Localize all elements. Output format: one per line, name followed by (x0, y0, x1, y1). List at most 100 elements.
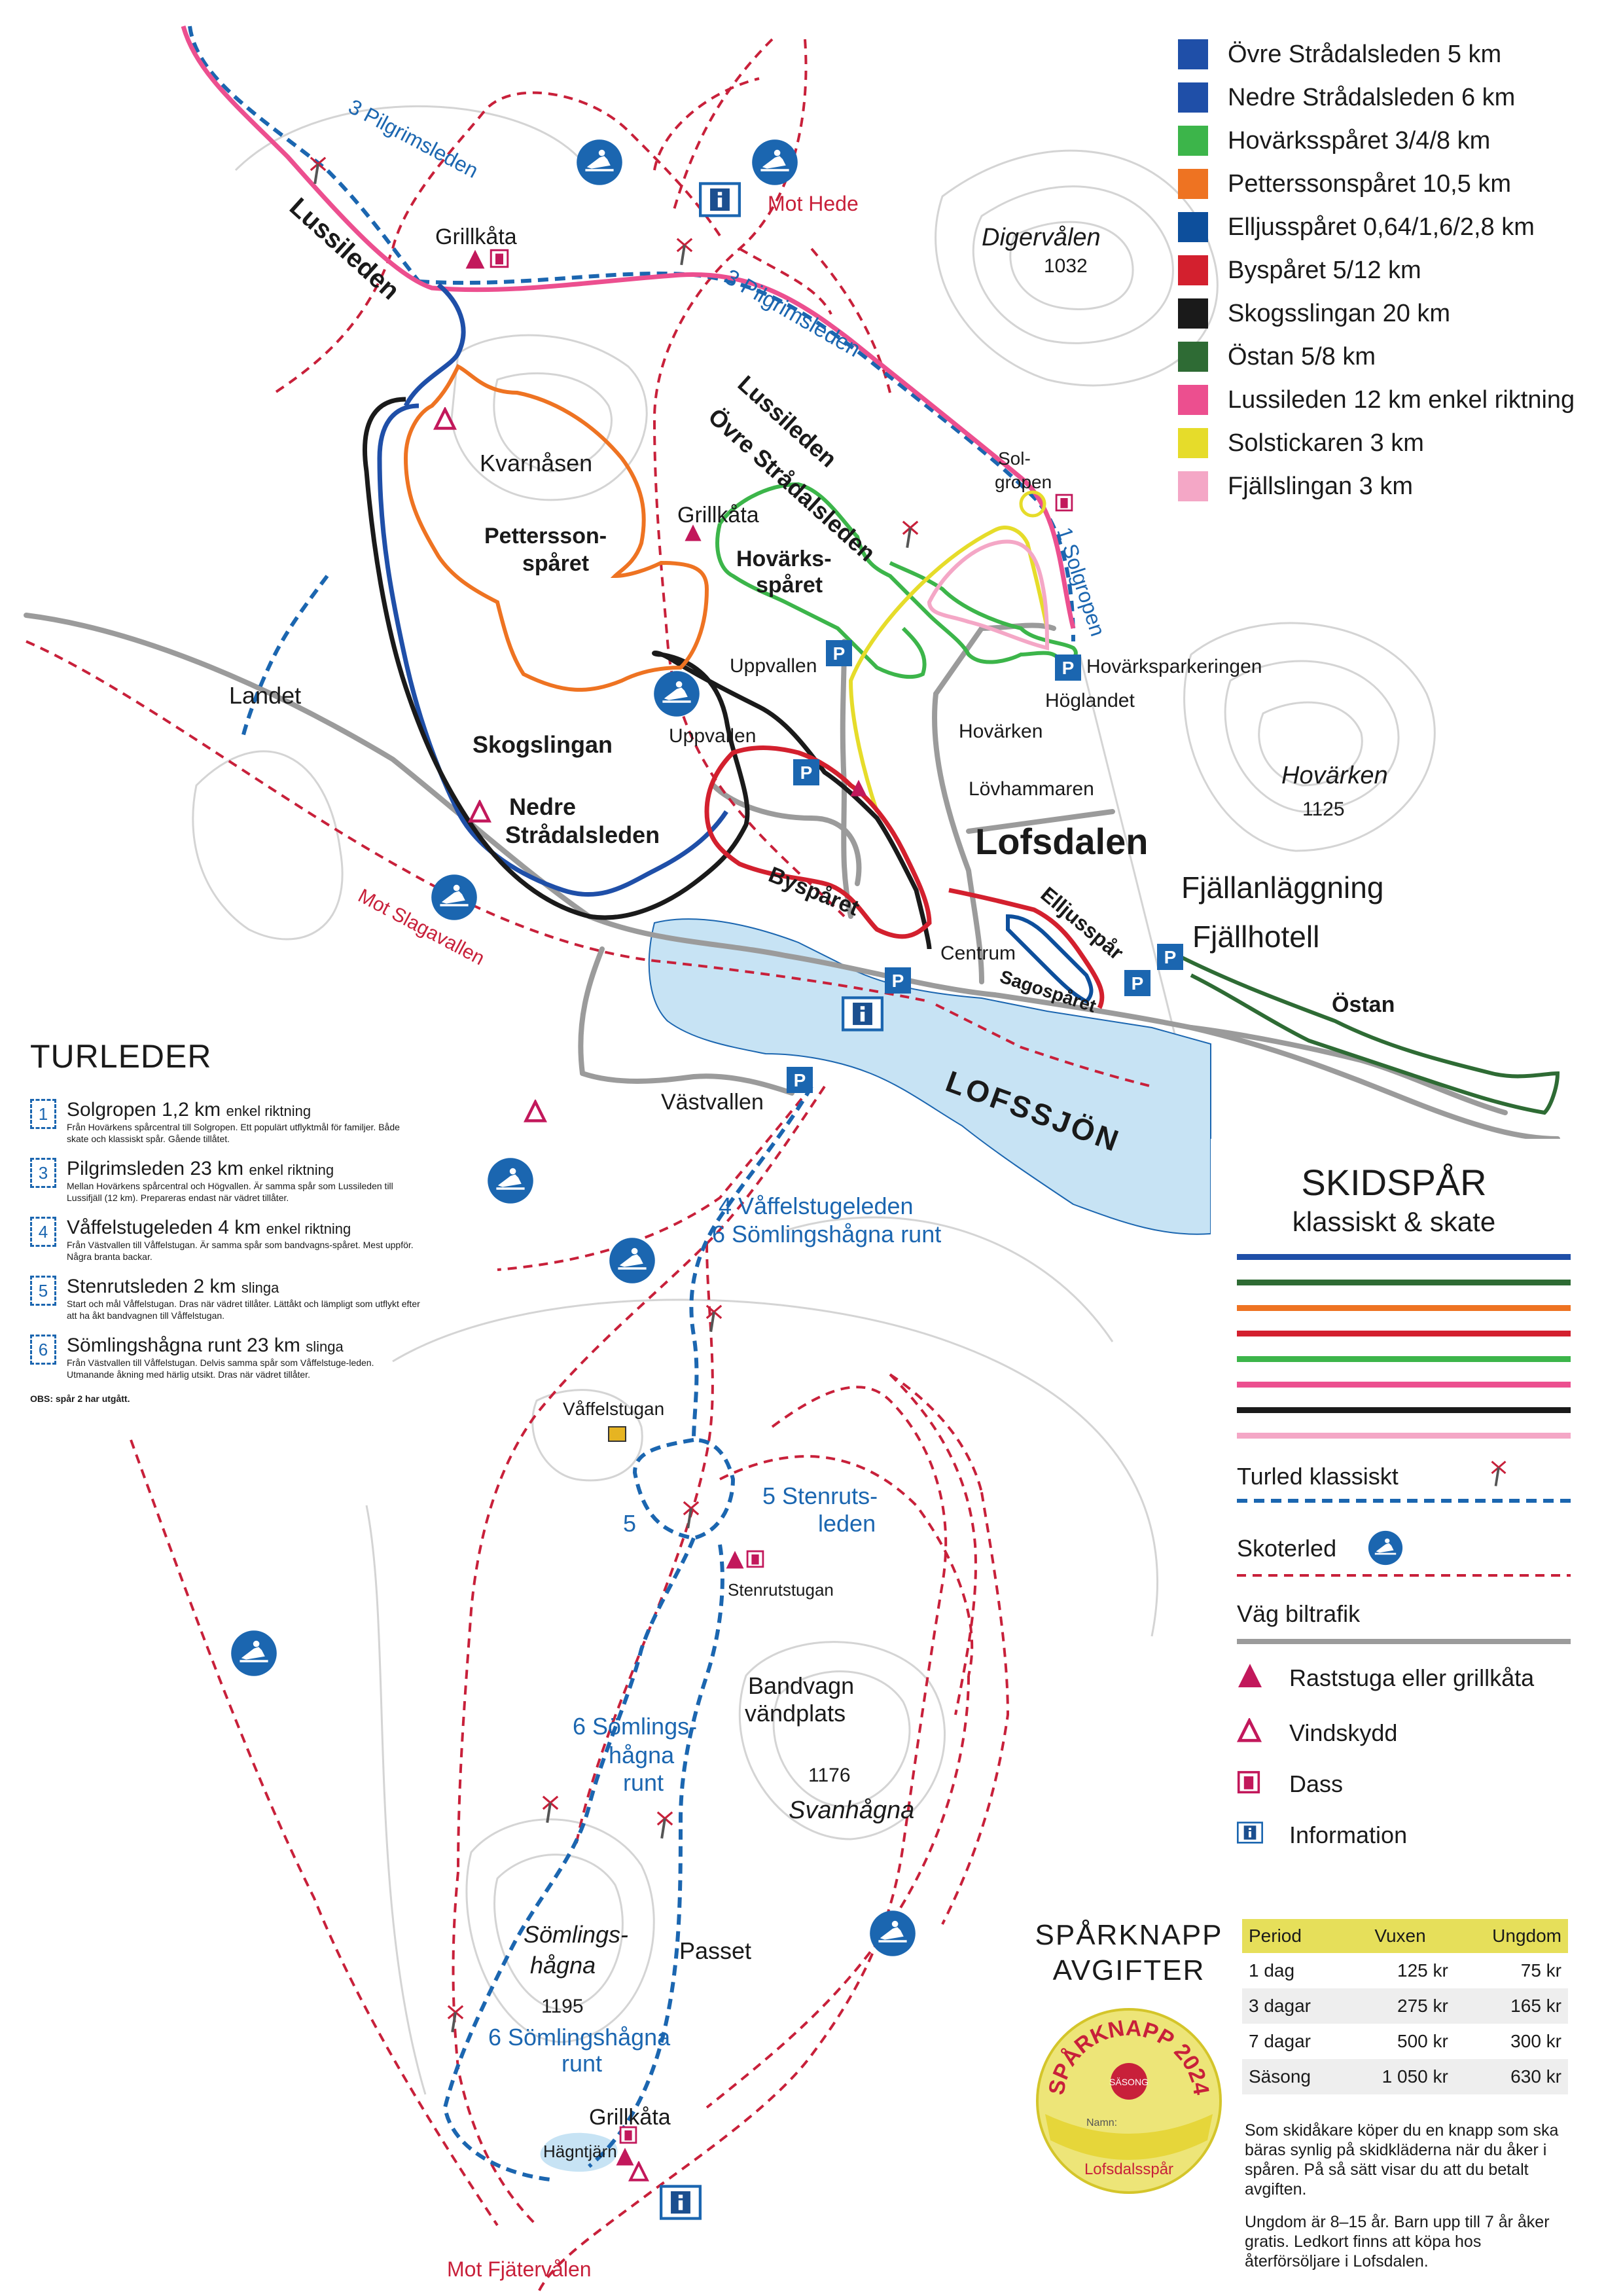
legend-swatch (1178, 428, 1208, 458)
legend-swatch (1178, 39, 1208, 69)
label-somlings-1: Sömlings- (524, 1921, 628, 1948)
label-centrum: Centrum (940, 942, 1016, 964)
skidspar-title: SKIDSPÅR (1301, 1162, 1487, 1203)
turled-desc: Från Hovärkens spårcentral till Solgrope… (67, 1122, 400, 1144)
price-cell: 165 kr (1454, 1988, 1568, 2024)
turled-number: 1 (30, 1099, 56, 1129)
map-icons (230, 139, 1183, 2218)
turled-title-suffix: slinga (306, 1338, 344, 1355)
legend-label: Elljusspåret 0,64/1,6/2,8 km (1228, 213, 1535, 241)
label-sml-3: runt (623, 1769, 664, 1796)
skidspar-color-line (1237, 1254, 1571, 1260)
price-cell: Säsong (1242, 2059, 1346, 2094)
turled-title-suffix: enkel riktning (266, 1221, 351, 1237)
skidspar-subtitle: klassiskt & skate (1292, 1206, 1496, 1237)
dass-icon (619, 2126, 637, 2144)
label-somlings-height: 1195 (541, 1996, 584, 2017)
price-header-cell: Ungdom (1454, 1919, 1568, 1953)
parking-icon (1055, 655, 1081, 681)
trail-bysparet (704, 745, 932, 939)
label-kvarnasen: Kvarnåsen (480, 450, 592, 476)
trail-ostan (1177, 954, 1560, 1115)
solgropen-ring (1019, 490, 1046, 518)
label-bandvagn-1: Bandvagn (748, 1672, 854, 1699)
badge-namn: Namn: (1086, 2117, 1117, 2128)
key-vind-label: Vindskydd (1289, 1719, 1398, 1746)
label-five: 5 (623, 1510, 636, 1537)
label-passet: Passet (679, 1937, 751, 1964)
turled-number: 5 (30, 1276, 56, 1306)
parking-icon (787, 1067, 813, 1093)
legend-item: Byspåret 5/12 km (1178, 249, 1610, 292)
turled-title-text: Solgropen 1,2 km (67, 1099, 221, 1121)
label-hovarken-village: Hovärken (959, 721, 1043, 742)
turled-title-suffix: enkel riktning (226, 1103, 312, 1119)
dass-icon (1055, 493, 1073, 512)
legend-swatch (1178, 342, 1208, 372)
turled-title-suffix: enkel riktning (249, 1162, 334, 1178)
key-vag-label: Väg biltrafik (1237, 1600, 1361, 1627)
label-stenrutstugan: Stenrutstugan (728, 1580, 834, 1600)
legend-item: Östan 5/8 km (1178, 335, 1610, 378)
vindskydd-icon (471, 802, 490, 821)
trail-nedre-stradalsleden (377, 403, 728, 897)
dass-icon (1237, 1770, 1260, 1794)
legend-swatch (1178, 255, 1208, 285)
label-trail4-a: 4 Våffelstugeleden (719, 1193, 914, 1219)
label-solgropen-trail: 1 Solgropen (1052, 524, 1110, 639)
price-cell: 500 kr (1397, 2031, 1448, 2051)
avgifter-title-2: AVGIFTER (1052, 1954, 1205, 1986)
turled-title: Våffelstugeleden 4 km enkel riktning (67, 1217, 423, 1239)
skidspar-color-line (1237, 1331, 1571, 1336)
turled-desc: Mellan Hovärkens spårcentral och Högvall… (67, 1181, 393, 1203)
dass-icon (746, 1550, 764, 1568)
turled-title-text: Våffelstugeleden 4 km (67, 1217, 261, 1238)
label-solgropen-2: gropen (995, 472, 1052, 492)
label-grillkata-3: Grillkåta (589, 2105, 671, 2130)
label-vaffelstugan: Våffelstugan (563, 1399, 664, 1419)
price-cell: 1 dag (1249, 1960, 1295, 1981)
raststuga-icon (726, 1551, 744, 1569)
turleder-note: OBS: spår 2 har utgått. (30, 1393, 130, 1404)
key-info-label: Information (1289, 1821, 1408, 1848)
legend-label: Östan 5/8 km (1228, 342, 1376, 370)
contour-lines (192, 105, 1436, 2095)
legend-swatch (1178, 298, 1208, 329)
key-skoter-label: Skoterled (1237, 1535, 1337, 1562)
turled-title-text: Pilgrimsleden 23 km (67, 1158, 244, 1179)
snowmobile-icon (1368, 1530, 1403, 1566)
label-nedre-1: Nedre (509, 793, 576, 820)
info-icon (661, 2186, 700, 2218)
price-info: Som skidåkare köper du en knapp som ska … (1245, 2121, 1559, 2284)
label-sml-b2: runt (562, 2050, 602, 2077)
legend-item: Fjällslingan 3 km (1178, 465, 1610, 508)
key-skoter-line (1237, 1574, 1571, 1577)
skidspar-color-line (1237, 1356, 1571, 1362)
price-header-cell: Period (1242, 1919, 1346, 1953)
label-sml-2: hågna (609, 1742, 675, 1768)
legend-swatch (1178, 471, 1208, 501)
label-mot-hede: Mot Hede (768, 192, 859, 215)
key-turled-label: Turled klassiskt (1237, 1463, 1399, 1490)
label-lussileden: Lussileden (284, 192, 405, 306)
label-hovarken-peak: Hovärken (1281, 762, 1388, 789)
info-icon (843, 997, 882, 1030)
skidspar-color-line (1237, 1305, 1571, 1311)
label-pettersson-1: Pettersson- (484, 524, 607, 548)
skidspar-color-line (1237, 1280, 1571, 1285)
turled-desc: Från Västvallen till Våffelstugan. Delvi… (67, 1357, 374, 1380)
rest-cross-icon (675, 237, 694, 266)
raststuga-icon (1238, 1664, 1262, 1687)
turled-desc: Från Västvallen till Våffelstugan. Är sa… (67, 1240, 414, 1262)
key-turled-line (1237, 1499, 1571, 1503)
label-grillkata-2: Grillkåta (677, 503, 759, 528)
